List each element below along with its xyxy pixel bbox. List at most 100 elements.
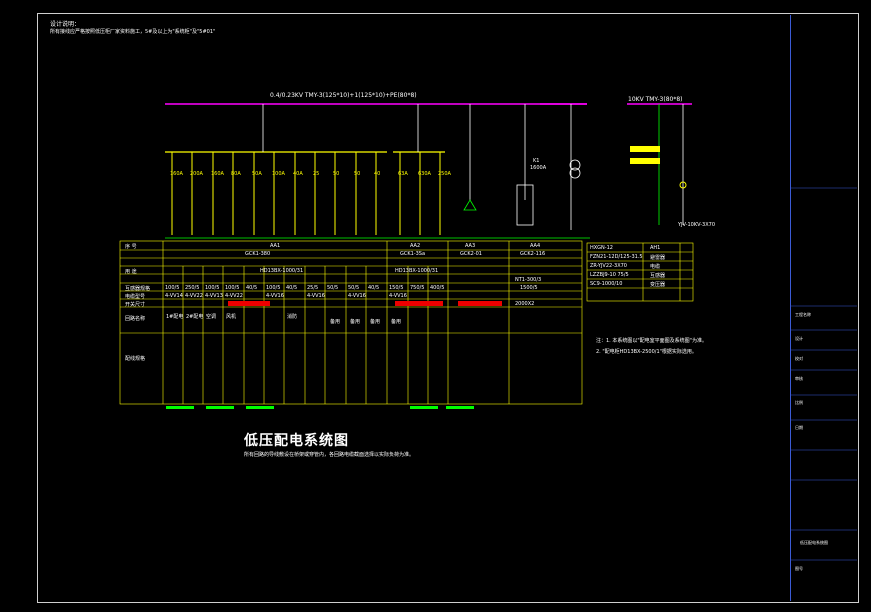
rt-cell: FZN21-12D/125-31.5 xyxy=(590,254,643,260)
tb-check: 校对 xyxy=(795,356,803,361)
row-value: 4-VV16 xyxy=(348,293,366,299)
tb-design: 设计 xyxy=(795,336,803,341)
row-value: 40/5 xyxy=(368,285,380,291)
row-value: 25/5 xyxy=(307,285,319,291)
col-type: GCK2-116 xyxy=(520,251,546,257)
mv-cable-label: YJV-10KV-3X70 xyxy=(678,222,716,228)
rt-cell: 变压器 xyxy=(650,282,666,288)
row-value: 100/5 xyxy=(266,285,281,291)
title-block xyxy=(790,15,858,601)
row-value: 40/5 xyxy=(286,285,298,291)
feeder-rating: 40 xyxy=(374,171,381,177)
tb-approve: 审核 xyxy=(795,376,803,381)
row-value: 4-VV14 xyxy=(165,293,183,299)
row-value: 4-VV13 xyxy=(205,293,223,299)
rt-cell: SC9-1000/10 xyxy=(590,281,623,287)
row-value: 100/5 xyxy=(225,285,240,291)
rt-cell: 避雷器 xyxy=(650,255,666,261)
feeder-rating: 63A xyxy=(398,171,408,177)
table-header: AA3 xyxy=(465,243,476,249)
row-value: 40/5 xyxy=(246,285,258,291)
feeder-rating: 40A xyxy=(293,171,303,177)
row-value: 4-VV22 xyxy=(225,293,243,299)
circuit-name: 2#配电 xyxy=(186,314,204,320)
circuit-name: 备用 xyxy=(370,319,381,325)
notes-line: 所有接线应严格按照低压柜厂家资料施工，5#及以上为"系统柜"及"5#01" xyxy=(50,29,216,35)
row-value: 4-VV22 xyxy=(185,293,203,299)
row-value: 750/5 xyxy=(410,285,425,291)
row-label: 电缆型号 xyxy=(125,294,146,300)
row-value: 1500/5 xyxy=(520,285,538,291)
table-header: AA1 xyxy=(270,243,281,249)
tb-scale: 比例 xyxy=(795,400,803,405)
rt-cell: ZR-YJV22-3X70 xyxy=(590,263,627,269)
red-highlight xyxy=(395,301,443,306)
rt-cell: 电缆 xyxy=(650,264,661,270)
k1-label: K1 xyxy=(533,158,540,164)
rt-cell: HXGN-12 xyxy=(590,245,613,251)
feeder-rating: 160A xyxy=(211,171,224,177)
row-value: HD13BX-1000/31 xyxy=(395,268,439,274)
feeder-rating: 80A xyxy=(231,171,241,177)
diagram-subnote: 所有回路的导线敷设在桥架或穿管内，各回路电缆截面选择以实际负荷为准。 xyxy=(244,452,415,458)
side-note: 注：1. 本系统图以"配电室平面图及系统图"为准。 xyxy=(596,338,707,344)
feeder-rating: 200A xyxy=(190,171,203,177)
row-value: HD13BX-1000/31 xyxy=(260,268,304,274)
feeder-rating: 50 xyxy=(354,171,361,177)
circuit-name: 1#配电 xyxy=(166,314,184,320)
circuit-name: 空调 xyxy=(206,314,217,320)
red-highlight xyxy=(228,301,270,306)
diagram-title: 低压配电系统图 xyxy=(244,433,349,449)
col-type: GCK1-380 xyxy=(245,251,271,257)
feeder-rating: 250A xyxy=(438,171,451,177)
row-value: 2000X2 xyxy=(515,301,535,307)
feeder-rating: 50A xyxy=(252,171,262,177)
col-type: GCK1-3Sa xyxy=(400,251,426,257)
row-value: 4-VV16 xyxy=(307,293,325,299)
feeder-rating: 25 xyxy=(313,171,320,177)
table-header: 序 号 xyxy=(125,244,137,250)
row-value: 50/5 xyxy=(348,285,360,291)
side-note: 2. "配电柜HD13BX-2500/1"根据实际选用。 xyxy=(596,349,697,355)
mv-bus-label: 10KV TMY-3(80*8) xyxy=(628,96,683,103)
row-value: 150/5 xyxy=(389,285,404,291)
rt-cell: AH1 xyxy=(650,245,661,251)
row-value: 50/5 xyxy=(327,285,339,291)
row-label: 互感器规格 xyxy=(125,286,151,292)
circuit-name: 备用 xyxy=(350,319,361,325)
row-label: 用 途 xyxy=(125,269,137,275)
circuit-name: 风机 xyxy=(226,314,237,320)
drawing-frame xyxy=(37,13,859,603)
row-label: 开关尺寸 xyxy=(125,302,146,308)
row-value: NT1-300/3 xyxy=(515,277,542,283)
feeder-rating: 160A xyxy=(170,171,183,177)
wiring-label: 配线规格 xyxy=(125,356,146,362)
table-header: AA2 xyxy=(410,243,421,249)
circuit-name: 备用 xyxy=(391,319,402,325)
rt-cell: 互感器 xyxy=(650,273,666,279)
circuit-name: 消防 xyxy=(287,314,298,320)
feeder-rating: 50 xyxy=(333,171,340,177)
row-value: 400/5 xyxy=(430,285,445,291)
tb-drawing: 低压配电系统图 xyxy=(800,540,828,545)
lv-bus-label: 0.4/0.23KV TMY-3(125*10)+1(125*10)+PE(80… xyxy=(270,92,417,99)
circuit-name: 备用 xyxy=(330,319,341,325)
feeder-rating: 630A xyxy=(418,171,431,177)
k1-rating: 1600A xyxy=(530,165,547,171)
section-label: 回路名称 xyxy=(125,316,146,322)
table-header: AA4 xyxy=(530,243,541,249)
rt-cell: LZZBJ9-10 75/5 xyxy=(590,272,629,278)
row-value: 4-VV16 xyxy=(266,293,284,299)
red-highlight xyxy=(458,301,502,306)
tb-date: 日期 xyxy=(795,425,803,430)
row-value: 100/5 xyxy=(165,285,180,291)
notes-title: 设计说明： xyxy=(50,21,81,28)
feeder-rating: 100A xyxy=(272,171,285,177)
row-value: 250/5 xyxy=(185,285,200,291)
row-value: 4-VV16 xyxy=(389,293,407,299)
tb-sheet: 图号 xyxy=(795,566,803,571)
row-value: 100/5 xyxy=(205,285,220,291)
tb-project: 工程名称 xyxy=(795,312,811,317)
col-type: GCK2-01 xyxy=(460,251,482,257)
